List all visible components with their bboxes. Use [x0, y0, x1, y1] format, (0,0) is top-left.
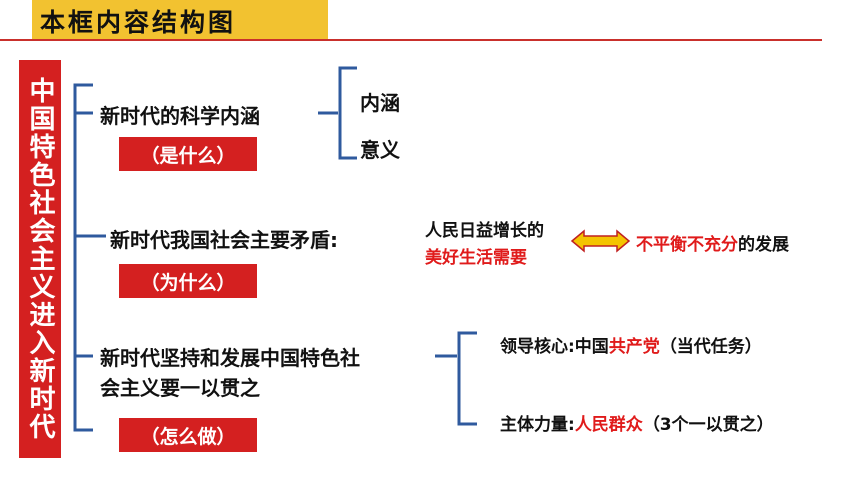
section3-item-mainforce: 主体力量:人民群众（3个一以贯之）: [500, 410, 774, 435]
section2-label: 新时代我国社会主要矛盾:: [110, 228, 338, 252]
section2-line1: 人民日益增长的: [425, 221, 544, 241]
main-bracket: [73, 83, 93, 432]
section2-tag: （为什么）: [119, 264, 257, 298]
title-underline: [0, 39, 822, 41]
section3-label-line2: 会主义要一以贯之: [100, 376, 260, 400]
section2-line2: 美好生活需要: [425, 248, 527, 268]
section2-right-text: 不平衡不充分的发展: [636, 230, 789, 255]
section2-right-black: 的发展: [738, 235, 789, 255]
s3-bracket: [457, 331, 477, 426]
section3-item1-prefix: 领导核心:中国: [500, 337, 609, 357]
section3-item1-suffix: （当代任务）: [659, 337, 762, 357]
section1-tag: （是什么）: [119, 137, 257, 171]
section3-label-line1: 新时代坚持和发展中国特色社: [100, 346, 360, 370]
section3-item1-red: 共产党: [608, 337, 660, 357]
section3-item2-prefix: 主体力量:: [500, 415, 575, 435]
section1-label: 新时代的科学内涵: [100, 104, 260, 128]
section3-item2-suffix: （3个一以贯之）: [642, 415, 774, 435]
left-pillar: 中国特色社会主义进入新时代: [19, 60, 61, 458]
section2-right-red: 不平衡不充分: [636, 235, 738, 255]
section3-item2-red: 人民群众: [574, 415, 643, 435]
title-bar: [32, 0, 328, 40]
page-title: 本框内容结构图: [40, 8, 237, 37]
section3-item-leadership: 领导核心:中国共产党（当代任务）: [500, 332, 762, 357]
section1-item-neihan: 内涵: [360, 91, 400, 115]
s1-bracket: [338, 66, 357, 160]
left-pillar-label: 中国特色社会主义进入新时代: [25, 77, 55, 441]
section3-tag: （怎么做）: [119, 418, 257, 452]
section1-item-yiyi: 意义: [360, 138, 400, 162]
double-arrow-icon: [570, 229, 631, 253]
